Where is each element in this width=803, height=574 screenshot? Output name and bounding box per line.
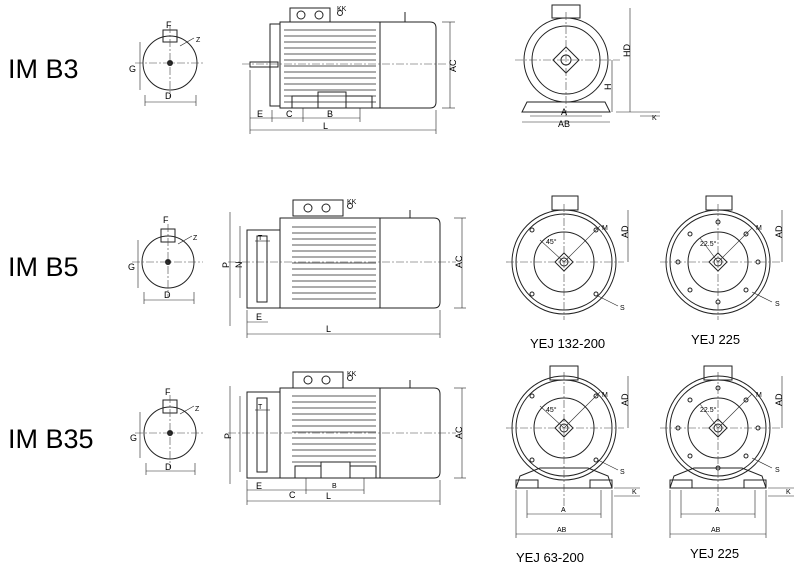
label-hd: HD bbox=[622, 44, 632, 57]
label-k: K bbox=[786, 489, 791, 496]
row-title-b3: IM B3 bbox=[8, 54, 79, 84]
shaft-label-g: G bbox=[128, 262, 135, 272]
label-angle-22: 22.5° bbox=[700, 406, 717, 414]
label-t: T bbox=[258, 235, 263, 242]
shaft-label-d: D bbox=[165, 91, 172, 101]
shaft-label-d: D bbox=[165, 462, 172, 472]
caption-yej-225-top: YEJ 225 bbox=[691, 332, 740, 347]
label-l: L bbox=[326, 491, 331, 501]
label-e: E bbox=[257, 109, 263, 119]
label-s: S bbox=[620, 305, 625, 312]
label-ac: AC bbox=[454, 426, 464, 439]
label-k: K bbox=[632, 489, 637, 496]
shaft-label-d: D bbox=[164, 290, 171, 300]
front-view-b35-yej-225: 22.5° M AD S K A AB bbox=[660, 365, 794, 538]
label-c: C bbox=[289, 490, 296, 500]
label-ab: AB bbox=[558, 119, 570, 129]
shaft-view-b3: F Z G D bbox=[129, 20, 205, 106]
label-m: M bbox=[756, 392, 762, 399]
shaft-label-g: G bbox=[130, 433, 137, 443]
label-b: B bbox=[332, 483, 337, 490]
label-ac: AC bbox=[454, 255, 464, 268]
cooling-fins-b35 bbox=[292, 395, 376, 463]
label-m: M bbox=[756, 225, 762, 232]
label-s: S bbox=[620, 469, 625, 476]
label-kk: KK bbox=[337, 6, 347, 13]
side-view-b3: KK AC E C B L bbox=[242, 6, 458, 134]
label-e: E bbox=[256, 481, 262, 491]
label-l: L bbox=[323, 121, 328, 131]
front-view-b35-yej-63-200: 45° M AD S K A AB bbox=[506, 365, 640, 538]
label-h: H bbox=[603, 84, 613, 91]
label-n: N bbox=[234, 262, 244, 269]
row-title-b5: IM B5 bbox=[8, 252, 79, 282]
shaft-label-f: F bbox=[165, 387, 171, 397]
label-e: E bbox=[256, 312, 262, 322]
label-ad: AD bbox=[620, 225, 630, 238]
front-view-b3: HD H K A AB bbox=[515, 4, 660, 129]
row-title-b35: IM B35 bbox=[8, 424, 94, 454]
label-ab: AB bbox=[711, 527, 721, 534]
label-t: T bbox=[258, 404, 263, 411]
front-view-b5-yej-132-200: 45° M AD S bbox=[506, 195, 630, 320]
shaft-label-f: F bbox=[163, 215, 169, 225]
shaft-view-b5: F Z G D bbox=[128, 215, 203, 304]
label-p: P bbox=[221, 262, 231, 268]
shaft-label-z: Z bbox=[196, 37, 201, 44]
side-view-b5: KK P N T AC E L bbox=[221, 199, 466, 338]
label-a: A bbox=[561, 107, 567, 117]
label-ac: AC bbox=[448, 59, 458, 72]
label-k: K bbox=[652, 115, 657, 122]
shaft-view-b35: F Z G D bbox=[130, 387, 205, 475]
label-ad: AD bbox=[774, 225, 784, 238]
caption-yej-225-bottom: YEJ 225 bbox=[690, 546, 739, 561]
cooling-fins-b3 bbox=[284, 29, 376, 103]
label-angle-45: 45° bbox=[546, 238, 557, 246]
label-ab: AB bbox=[557, 527, 567, 534]
shaft-label-z: Z bbox=[195, 406, 200, 413]
label-ad: AD bbox=[620, 393, 630, 406]
label-angle-22: 22.5° bbox=[700, 240, 717, 248]
label-s: S bbox=[775, 301, 780, 308]
shaft-label-f: F bbox=[166, 20, 172, 30]
label-p: P bbox=[223, 433, 233, 439]
caption-yej-132-200: YEJ 132-200 bbox=[530, 336, 605, 351]
label-b: B bbox=[327, 109, 333, 119]
shaft-label-g: G bbox=[129, 64, 136, 74]
cooling-fins-b5 bbox=[292, 226, 376, 300]
label-c: C bbox=[286, 109, 293, 119]
label-a: A bbox=[561, 507, 566, 514]
label-m: M bbox=[602, 392, 608, 399]
label-kk: KK bbox=[347, 371, 357, 378]
caption-yej-63-200: YEJ 63-200 bbox=[516, 550, 584, 565]
side-view-b35: KK P T AC E C B L bbox=[223, 371, 466, 505]
label-angle-45: 45° bbox=[546, 406, 557, 414]
front-view-b5-yej-225: 22.5° M AD S bbox=[660, 195, 784, 320]
label-a: A bbox=[715, 507, 720, 514]
label-ad: AD bbox=[774, 393, 784, 406]
label-kk: KK bbox=[347, 199, 357, 206]
shaft-label-z: Z bbox=[193, 235, 198, 242]
label-s: S bbox=[775, 467, 780, 474]
label-m: M bbox=[602, 225, 608, 232]
label-l: L bbox=[326, 324, 331, 334]
